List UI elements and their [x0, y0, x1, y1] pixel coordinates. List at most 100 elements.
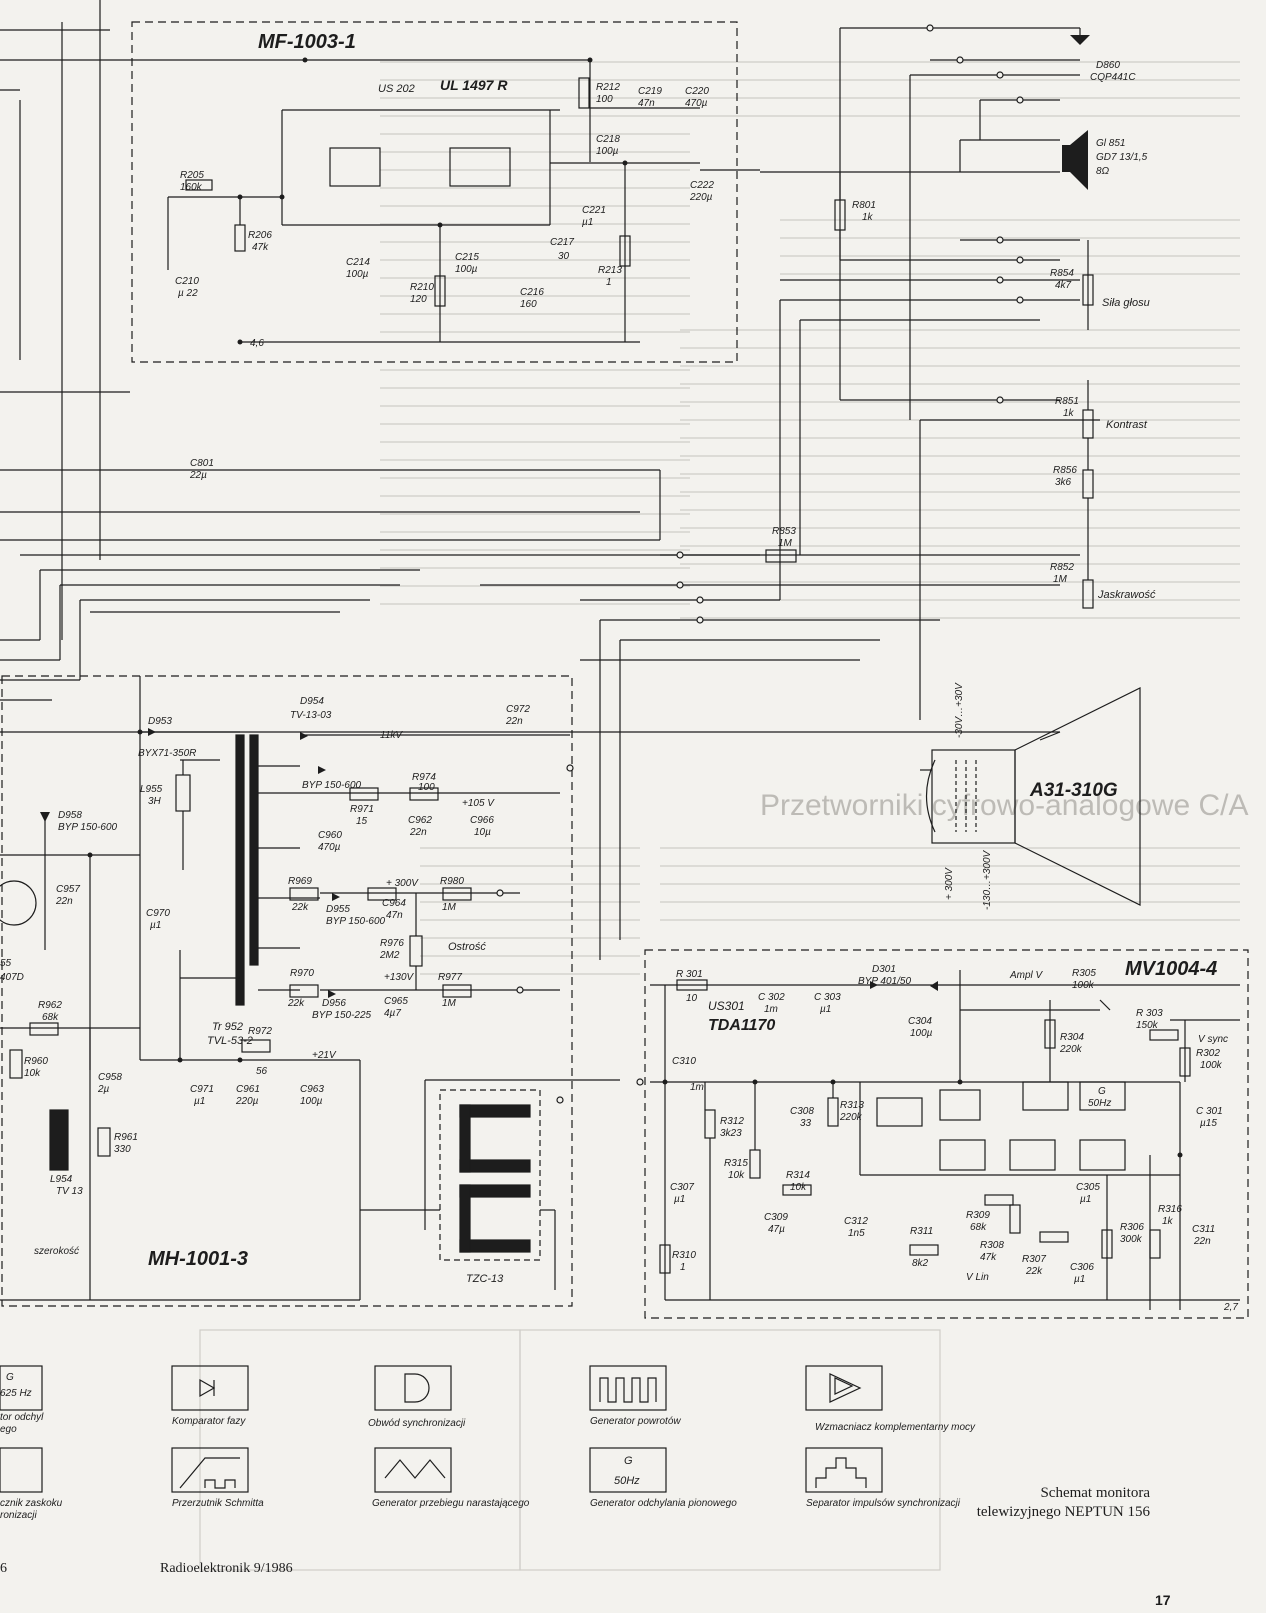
r407-fragment: 407D: [0, 972, 24, 983]
mh-module-title: MH-1001-3: [148, 1248, 248, 1270]
c964-value: 47n: [386, 910, 403, 921]
page-number: 17: [1155, 1592, 1171, 1608]
legend-separator: Separator impulsów synchronizacji: [806, 1498, 961, 1509]
r307-value: 22k: [1025, 1266, 1043, 1277]
c221-label: C221: [582, 205, 606, 216]
legend-left-g: G: [6, 1372, 14, 1383]
r311-label: R311: [910, 1226, 933, 1237]
gl851-ohm: 8Ω: [1096, 166, 1110, 177]
r980-value: 1M: [442, 902, 457, 913]
c957-label: C957: [56, 884, 80, 895]
v-lin-label: V Lin: [966, 1272, 989, 1283]
val46-label: 4,6: [250, 338, 264, 349]
g-block-freq: 50Hz: [1088, 1098, 1111, 1109]
tr952-label: Tr 952: [212, 1021, 243, 1033]
legend-left-frag2: ego: [0, 1424, 17, 1435]
g-block-label: G: [1098, 1086, 1106, 1097]
c962-value: 22n: [409, 827, 427, 838]
c311-value: 22n: [1193, 1236, 1211, 1247]
c217-label: C217: [550, 237, 574, 248]
r972-value: 56: [256, 1066, 268, 1077]
ic-ul1497: UL 1497 R: [440, 77, 508, 93]
c216-value: 160: [520, 299, 537, 310]
r304-value: 220k: [1059, 1044, 1083, 1055]
c221-value: µ1: [582, 217, 593, 228]
r305-value: 100k: [1072, 980, 1095, 991]
v-sync-label: V sync: [1198, 1034, 1228, 1045]
legend-wzmacniacz: Wzmacniacz komplementarny mocy: [815, 1422, 976, 1433]
r301-label: R 301: [676, 969, 703, 980]
r970-value: 22k: [287, 998, 305, 1009]
l955-value: 3H: [148, 796, 162, 807]
mv-module-title: MV1004-4: [1125, 958, 1217, 980]
caption-line-1: Schemat monitora: [1040, 1485, 1150, 1501]
c302-value: 1m: [764, 1004, 778, 1015]
r316-label: R316: [1158, 1204, 1182, 1215]
r314-value: 10k: [790, 1182, 807, 1193]
c222-value: 220µ: [689, 192, 713, 203]
c311-label: C311: [1192, 1224, 1215, 1235]
r310-label: R310: [672, 1250, 696, 1261]
d301-label: D301: [872, 964, 896, 975]
r974-value: 100: [418, 782, 435, 793]
legend-generator-odchylania: Generator odchylania pionowego: [590, 1498, 737, 1509]
c966-label: C966: [470, 815, 494, 826]
legend-left-frag4: ronizacji: [0, 1510, 37, 1521]
c309-value: 47µ: [768, 1224, 785, 1235]
c965-label: C965: [384, 996, 408, 1007]
tzc-label: TZC-13: [466, 1273, 504, 1285]
c303-label: C 303: [814, 992, 841, 1003]
c964-label: C964: [382, 898, 406, 909]
r852-value: 1M: [1053, 574, 1068, 585]
byp150-label: BYP 150-600: [302, 780, 362, 791]
r851-label: R851: [1055, 396, 1079, 407]
d956-label: D956: [322, 998, 346, 1009]
r962-label: R962: [38, 1000, 62, 1011]
r976-label: R976: [380, 938, 404, 949]
r306-value: 300k: [1120, 1234, 1143, 1245]
caption-line-2: telewizyjnego NEPTUN 156: [976, 1504, 1150, 1520]
labels: MF-1003-1 MH-1001-3 MV1004-4 US 202 UL 1…: [0, 31, 1238, 1521]
r801-label: R801: [852, 200, 876, 211]
r303-label: R 303: [1136, 1008, 1163, 1019]
c218-value: 100µ: [596, 146, 619, 157]
r314-label: R314: [786, 1170, 810, 1181]
v105-label: +105 V: [462, 798, 495, 809]
r304-label: R304: [1060, 1032, 1084, 1043]
c961-label: C961: [236, 1084, 260, 1095]
d958-label: D958: [58, 810, 82, 821]
r205-value: 160k: [180, 182, 203, 193]
r853-label: R853: [772, 526, 796, 537]
c210-label: C210: [175, 276, 199, 287]
opamp-1: [329, 147, 381, 187]
r980-label: R980: [440, 876, 464, 887]
c215-label: C215: [455, 252, 479, 263]
r312-label: R312: [720, 1116, 744, 1127]
c216-label: C216: [520, 287, 544, 298]
legend-g-box-label: G: [624, 1455, 633, 1467]
r206-label: R206: [248, 230, 272, 241]
r313-label: R313: [840, 1100, 864, 1111]
r960-label: R960: [24, 1056, 48, 1067]
crt-tube[interactable]: [920, 687, 1141, 906]
r854-value: 4k7: [1055, 280, 1072, 291]
kv-label: 11kV: [380, 730, 403, 741]
r305-label: R305: [1072, 968, 1096, 979]
d953-label: D953: [148, 716, 172, 727]
v130-right-label: -130…+300V: [982, 849, 993, 910]
v300-right-label: + 300V: [944, 867, 955, 900]
r852-label: R852: [1050, 562, 1074, 573]
l955-label: L955: [140, 784, 163, 795]
legend-przerzutnik: Przerzutnik Schmitta: [172, 1498, 264, 1509]
legend-left-frag3: cznik zaskoku: [0, 1498, 63, 1509]
r961-label: R961: [114, 1132, 138, 1143]
c301-value: µ15: [1200, 1118, 1217, 1129]
c305-value: µ1: [1080, 1194, 1091, 1205]
c312-value: 1n5: [848, 1228, 865, 1239]
v130-label: +130V: [384, 972, 415, 983]
r972-label: R972: [248, 1026, 272, 1037]
c310-value: 1m: [690, 1082, 704, 1093]
speaker-icon[interactable]: [1062, 130, 1088, 190]
c962-label: C962: [408, 815, 432, 826]
journal-footer: Radioelektronik 9/1986: [160, 1561, 293, 1576]
